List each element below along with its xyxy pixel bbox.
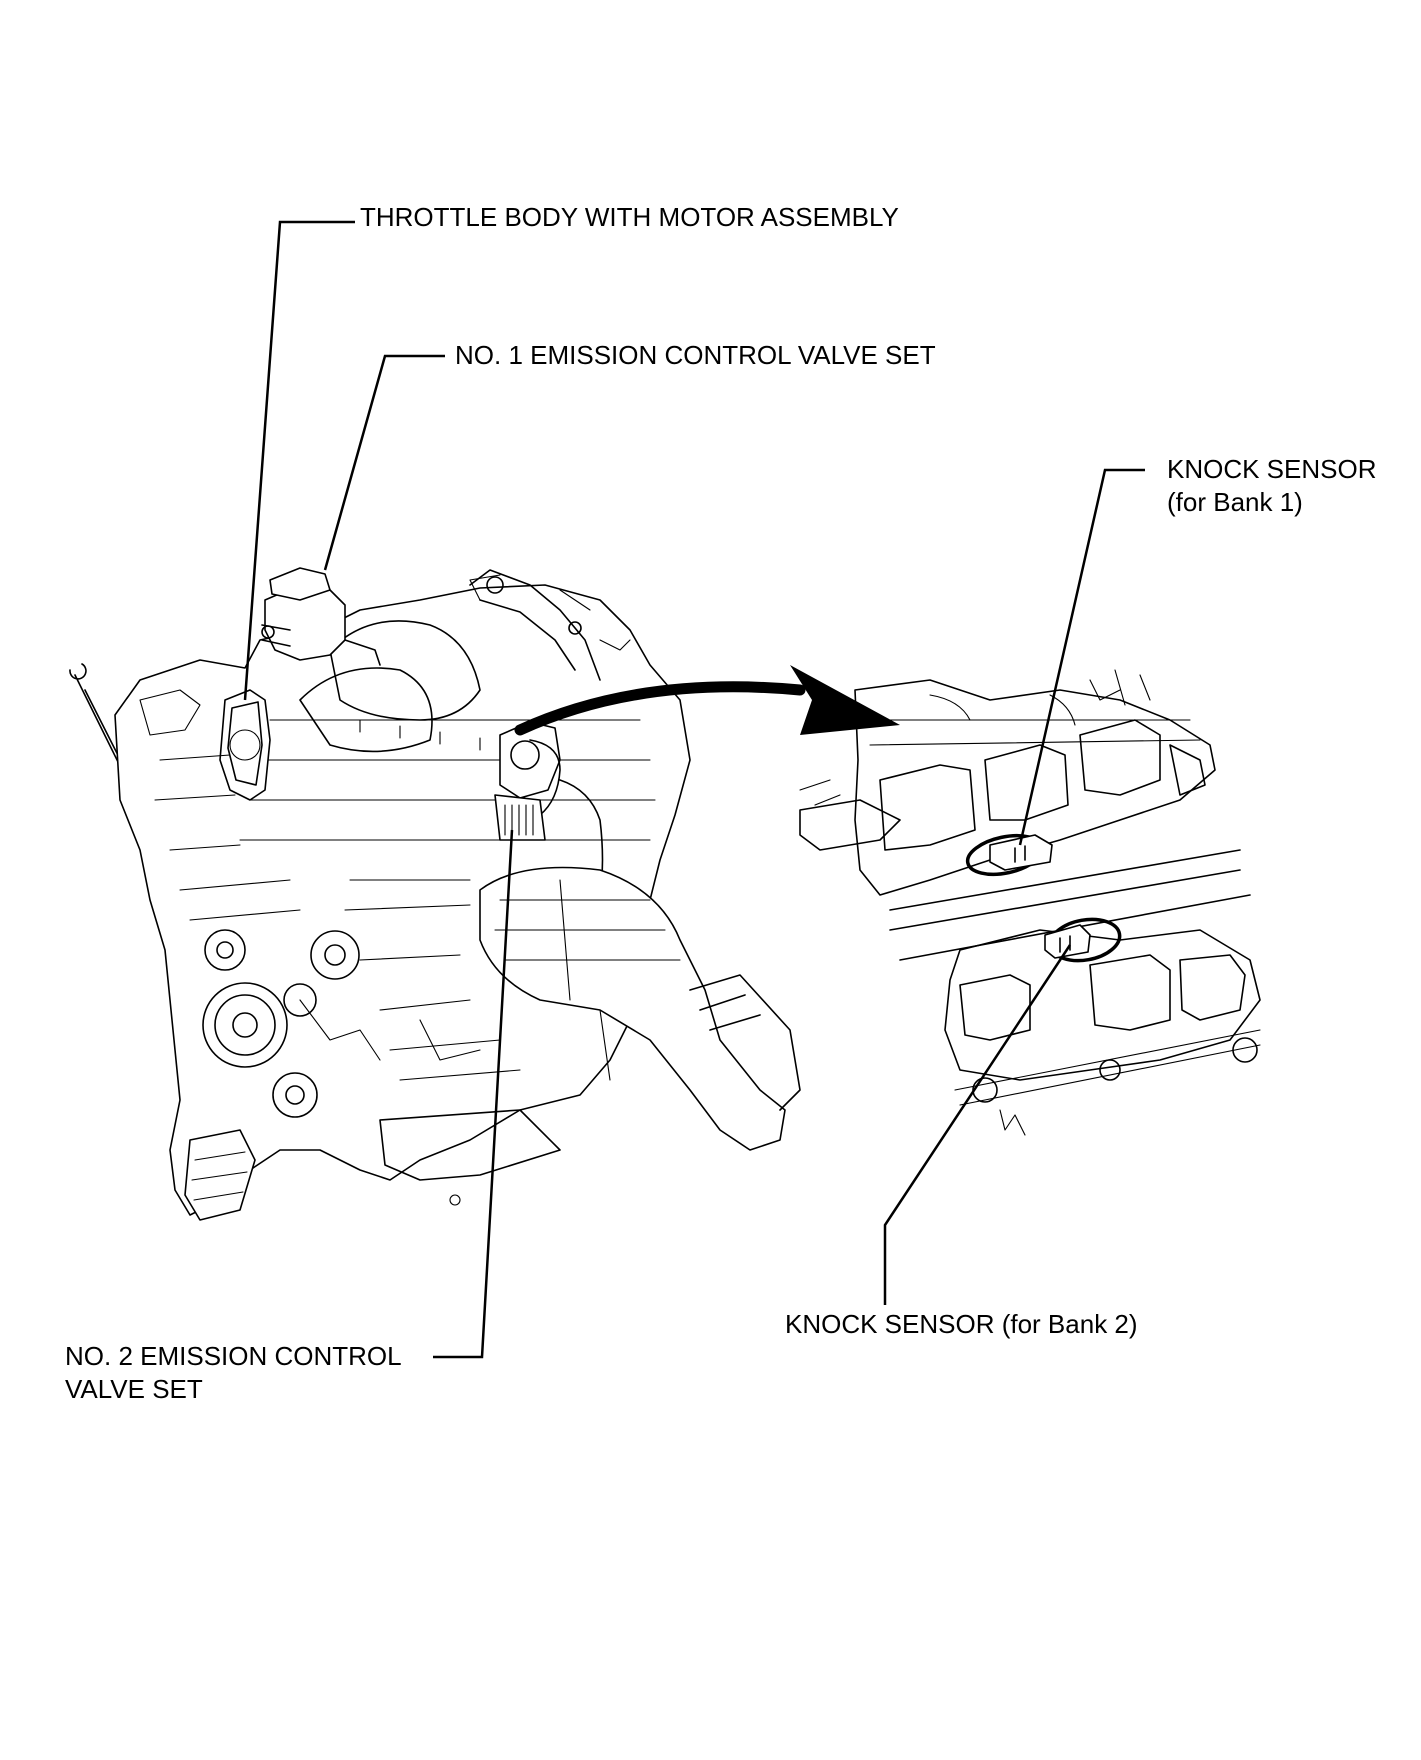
detail-arrow bbox=[514, 665, 900, 736]
no2-emission-valve-label: NO. 2 EMISSION CONTROL bbox=[65, 1341, 402, 1371]
throttle-body-label: THROTTLE BODY WITH MOTOR ASSEMBLY bbox=[360, 202, 899, 232]
no1-emission-valve-label: NO. 1 EMISSION CONTROL VALVE SET bbox=[455, 340, 936, 370]
no2-emission-valve-sublabel: VALVE SET bbox=[65, 1374, 203, 1404]
knock-sensor-detail-illustration bbox=[799, 669, 1261, 1136]
knock-sensor-bank1-label: KNOCK SENSOR bbox=[1167, 454, 1377, 484]
leader-lines bbox=[243, 220, 1145, 1359]
no2-valve-leader bbox=[433, 829, 514, 1359]
engine-illustration bbox=[69, 567, 801, 1221]
knock-bank1-leader bbox=[1018, 468, 1145, 846]
throttle-body-leader bbox=[243, 220, 355, 701]
knock-bank2-leader bbox=[883, 944, 1072, 1305]
knock-sensor-bank1-sublabel: (for Bank 1) bbox=[1167, 487, 1303, 517]
knock-sensor-bank2-label: KNOCK SENSOR (for Bank 2) bbox=[785, 1309, 1138, 1339]
no1-valve-leader bbox=[323, 354, 445, 571]
